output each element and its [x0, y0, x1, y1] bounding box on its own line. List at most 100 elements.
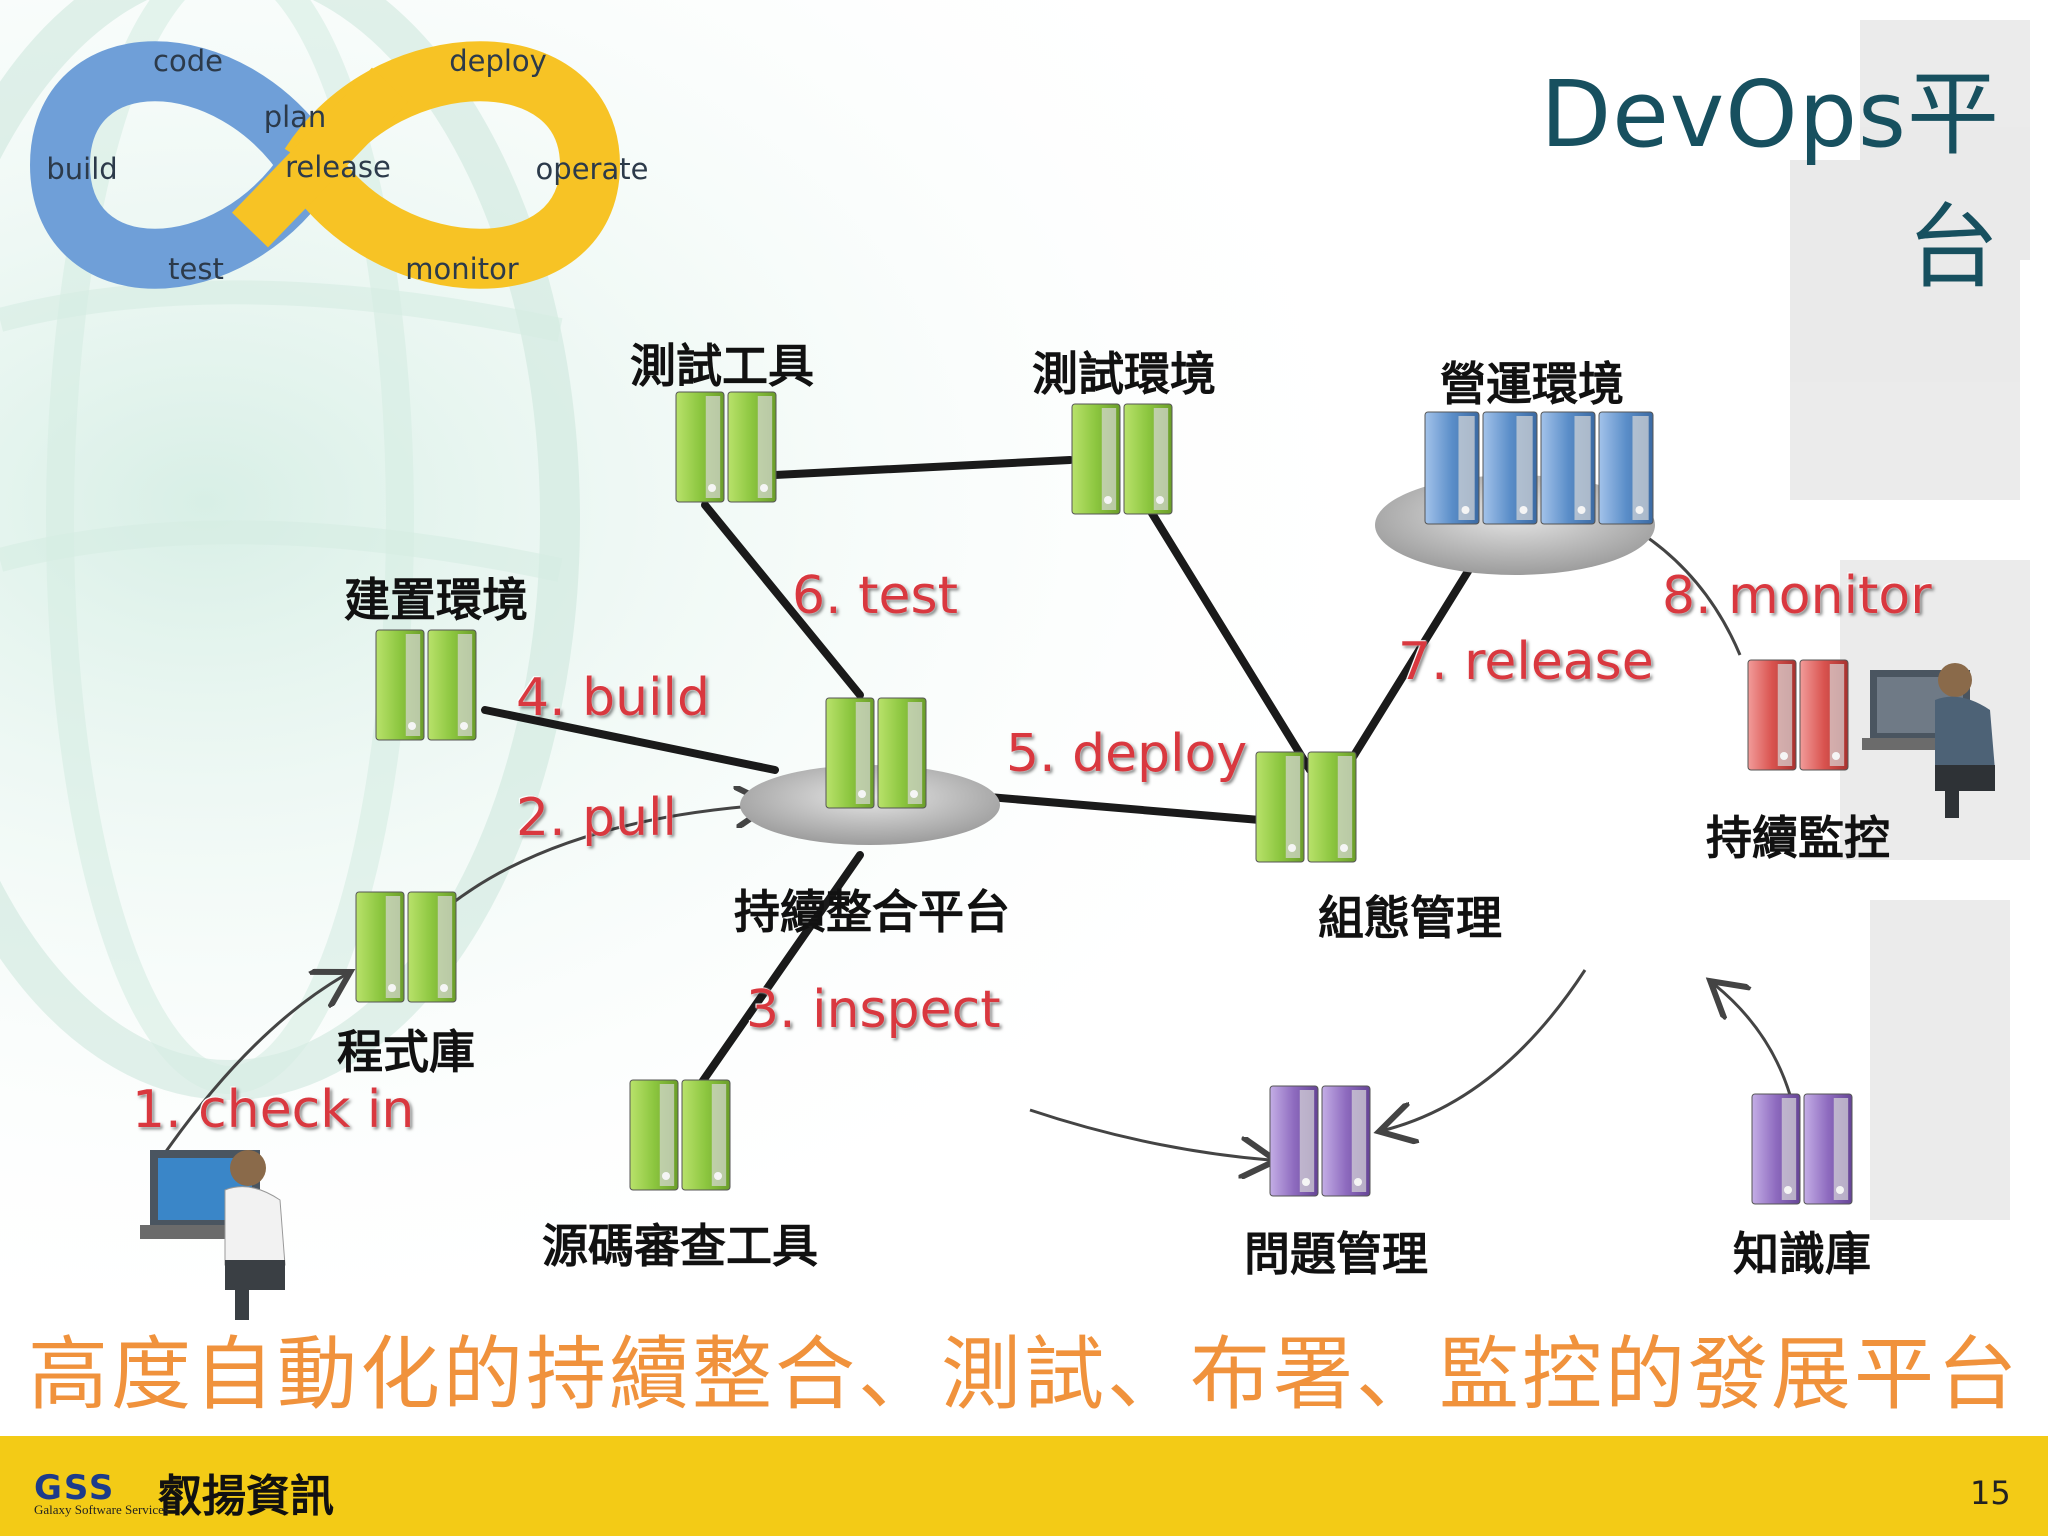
server-led-icon [1461, 506, 1470, 514]
server-side-panel [1285, 756, 1301, 858]
step-test: 6. test [792, 566, 959, 626]
tagline: 高度自動化的持續整合、測試、布署、監控的發展平台 [28, 1328, 2020, 1421]
server-side-panel [1299, 1090, 1315, 1192]
server-side-panel [1458, 416, 1475, 520]
label-repository: 程式庫 [337, 1025, 475, 1079]
server-side-panel [1833, 1098, 1849, 1200]
server-side-panel [757, 396, 773, 498]
server-side-panel [1516, 416, 1533, 520]
server-config-mgmt [1255, 751, 1357, 863]
server-side-panel [1777, 664, 1793, 766]
server-led-icon [708, 484, 716, 492]
cycle-ops-loop [284, 41, 621, 289]
server-side-panel [437, 896, 453, 998]
server-side-panel [405, 634, 421, 736]
label-ops-env: 營運環境 [1440, 357, 1624, 411]
server-led-icon [1302, 1178, 1310, 1186]
step-inspect: 3. inspect [746, 980, 1001, 1040]
page-title: DevOps平台 [1540, 61, 2000, 301]
server-led-icon [1784, 1186, 1792, 1194]
cycle-cross [232, 67, 408, 248]
server-ci-platform [825, 697, 927, 809]
step-release: 7. release [1398, 632, 1654, 692]
server-led-icon [1354, 1178, 1362, 1186]
server-led-icon [1104, 496, 1112, 504]
server-side-panel [1829, 664, 1845, 766]
server-side-panel [385, 896, 401, 998]
line-testenv-config [1146, 506, 1314, 774]
line-ci-inspect [696, 851, 864, 1089]
arrow-pull [449, 805, 765, 907]
server-led-icon [1577, 506, 1586, 514]
server-side-panel [1351, 1090, 1367, 1192]
server-issue-mgmt [1269, 1085, 1371, 1197]
label-code-review-tool: 源碼審查工具 [542, 1219, 818, 1273]
line-build-ci [481, 706, 779, 774]
step-check-in: 1. check in [132, 1080, 415, 1140]
server-side-panel [1101, 408, 1117, 510]
server-code-review [629, 1079, 731, 1191]
server-side-panel [1153, 408, 1169, 510]
server-led-icon [1340, 844, 1348, 852]
server-led-icon [1288, 844, 1296, 852]
cycle-label-plan: plan [263, 100, 327, 134]
label-test-tools: 測試工具 [630, 339, 814, 393]
server-led-icon [714, 1172, 722, 1180]
server-knowledge-base [1751, 1093, 1853, 1205]
cycle-label-monitor: monitor [405, 252, 519, 286]
label-test-env: 測試環境 [1032, 347, 1216, 401]
server-led-icon [1836, 1186, 1844, 1194]
label-build-env: 建置環境 [344, 573, 528, 627]
background-globe [0, 0, 2048, 1436]
cycle-label-test: test [168, 252, 224, 286]
step-monitor: 8. monitor [1662, 566, 1932, 626]
cycle-label-release: release [285, 150, 391, 184]
connections [481, 456, 1479, 1089]
line-testtools-testenv [771, 456, 1074, 479]
server-side-panel [705, 396, 721, 498]
server-side-panel [711, 1084, 727, 1186]
server-ops-env [1424, 411, 1654, 525]
server-test-tools [675, 391, 777, 503]
arrow-check-in [158, 975, 345, 1161]
arrows [158, 515, 1792, 1161]
label-knowledge-base: 知識庫 [1733, 1227, 1871, 1281]
server-test-env [1071, 403, 1173, 515]
server-led-icon [1156, 496, 1164, 504]
server-led-icon [662, 1172, 670, 1180]
server-led-icon [460, 722, 468, 730]
server-side-panel [1574, 416, 1591, 520]
server-repository [355, 891, 457, 1003]
cycle-label-deploy: deploy [449, 44, 547, 78]
cycle-label-build: build [46, 152, 118, 186]
line-testtools-ci [701, 501, 864, 699]
server-side-panel [1781, 1098, 1797, 1200]
server-side-panel [659, 1084, 675, 1186]
company-name: 叡揚資訊 [158, 1471, 334, 1522]
label-continuous-monitoring: 持續監控 [1706, 811, 1890, 865]
server-led-icon [760, 484, 768, 492]
operator-figure-icon [1862, 663, 1995, 818]
label-issue-mgmt: 問題管理 [1244, 1227, 1428, 1281]
cycle-label-operate: operate [535, 152, 649, 186]
line-config-ops [1341, 556, 1479, 774]
arrow-config-issue [1385, 969, 1587, 1130]
cycle-label-code: code [153, 44, 223, 78]
server-led-icon [858, 790, 866, 798]
cycle-dev-loop [29, 41, 336, 289]
footer-bar [0, 1436, 2048, 1536]
company-logo-mark: GSS [34, 1468, 116, 1508]
server-led-icon [910, 790, 918, 798]
server-led-icon [408, 722, 416, 730]
label-config-mgmt: 組態管理 [1318, 891, 1502, 945]
server-monitoring [1747, 659, 1849, 771]
server-side-panel [907, 702, 923, 804]
page-number: 15 [1970, 1474, 2011, 1512]
label-ci-platform: 持續整合平台 [734, 885, 1010, 939]
developer-figure-icon [140, 1150, 286, 1320]
server-led-icon [1832, 752, 1840, 760]
line-ci-config [961, 791, 1264, 824]
company-subtitle: Galaxy Software Services [34, 1502, 170, 1517]
